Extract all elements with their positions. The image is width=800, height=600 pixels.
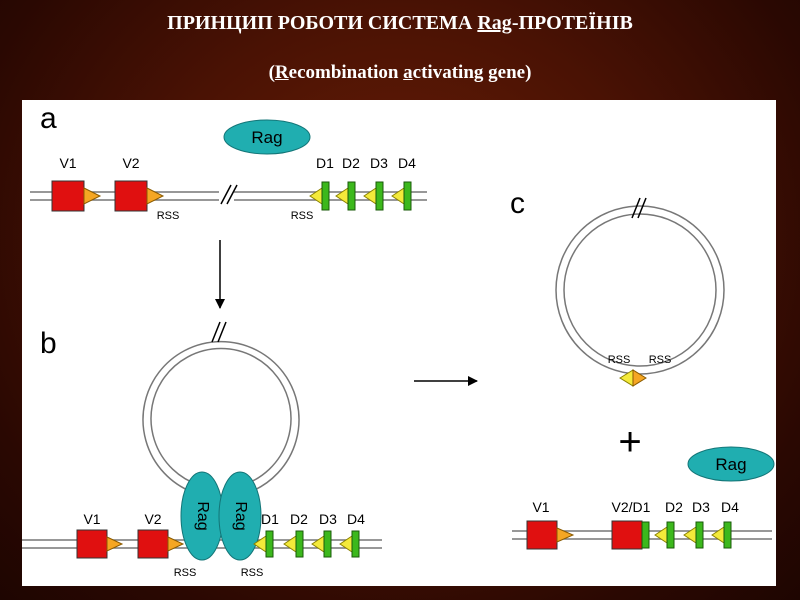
rss-d4-triangle-c xyxy=(712,527,724,543)
label-d4-a: D4 xyxy=(398,155,416,171)
rss-d4-triangle-a xyxy=(392,188,404,204)
d3-segment-c xyxy=(696,522,703,548)
rss-joint-v-triangle xyxy=(633,370,646,386)
label-rss-v-b: RSS xyxy=(174,567,197,579)
label-v1-a: V1 xyxy=(59,155,76,171)
svg-text:Rag: Rag xyxy=(232,501,249,530)
rss-d2-triangle-a xyxy=(336,188,348,204)
d1-segment-a xyxy=(322,182,329,210)
rss-v1-triangle-c xyxy=(557,528,573,542)
label-rss-d-a: RSS xyxy=(291,210,314,222)
d2-segment-c xyxy=(667,522,674,548)
plus-sign: + xyxy=(618,420,641,464)
recombination-diagram: a Rag V1 V2 D1 D2 D3 D4 RSS RSS b xyxy=(22,100,776,586)
d4-segment-a xyxy=(404,182,411,210)
excised-dna-circle xyxy=(556,198,724,374)
panel-c-label: c xyxy=(510,187,525,220)
dna-loop-b xyxy=(143,322,299,492)
v1-segment-a xyxy=(52,181,84,211)
rag-protein-b-left: Rag xyxy=(181,472,223,560)
rss-d4-triangle-b xyxy=(340,536,352,552)
svg-text:Rag: Rag xyxy=(715,455,746,474)
rss-v2-triangle-b xyxy=(168,537,183,551)
label-v1-b: V1 xyxy=(83,511,100,527)
label-rss-c-left: RSS xyxy=(608,354,631,366)
rss-d2-triangle-b xyxy=(284,536,296,552)
rss-d2-triangle-c xyxy=(655,527,667,543)
label-v2-b: V2 xyxy=(144,511,161,527)
d2-segment-b xyxy=(296,531,303,557)
v1-segment-b xyxy=(77,530,107,558)
label-d3-c: D3 xyxy=(692,499,710,515)
label-d1-b: D1 xyxy=(261,511,279,527)
label-d4-c: D4 xyxy=(721,499,739,515)
rss-v2-triangle-a xyxy=(147,188,163,204)
label-d1-a: D1 xyxy=(316,155,334,171)
label-d3-b: D3 xyxy=(319,511,337,527)
rss-d3-triangle-c xyxy=(684,527,696,543)
v2-segment-a xyxy=(115,181,147,211)
label-rss-v-a: RSS xyxy=(157,210,180,222)
label-d3-a: D3 xyxy=(370,155,388,171)
d1-segment-c xyxy=(642,522,649,548)
d1-segment-b xyxy=(266,531,273,557)
label-rss-d-b: RSS xyxy=(241,567,264,579)
rss-d3-triangle-a xyxy=(364,188,376,204)
slide-title-line2: (Recombination activating gene) xyxy=(0,62,800,84)
v2-segment-b xyxy=(138,530,168,558)
rss-d3-triangle-b xyxy=(312,536,324,552)
svg-text:Rag: Rag xyxy=(251,128,282,147)
label-v1-c: V1 xyxy=(532,499,549,515)
v1-segment-c xyxy=(527,521,557,549)
slide-title-line1: ПРИНЦИП РОБОТИ СИСТЕМА Rag-ПРОТЕЇНІВ xyxy=(0,12,800,35)
label-v2d1-c: V2/D1 xyxy=(612,499,651,515)
label-v2-a: V2 xyxy=(122,155,139,171)
svg-text:Rag: Rag xyxy=(194,501,211,530)
rag-protein-c: Rag xyxy=(688,447,774,481)
v2-segment-c xyxy=(612,521,642,549)
rss-d1-triangle-a xyxy=(310,188,322,204)
label-rss-c-right: RSS xyxy=(649,354,672,366)
panel-a-label: a xyxy=(40,102,57,135)
d4-segment-c xyxy=(724,522,731,548)
label-d2-a: D2 xyxy=(342,155,360,171)
d3-segment-b xyxy=(324,531,331,557)
rss-v1-triangle-b xyxy=(107,537,122,551)
d2-segment-a xyxy=(348,182,355,210)
label-d4-b: D4 xyxy=(347,511,365,527)
rag-protein-b-right: Rag xyxy=(219,472,261,560)
label-d2-c: D2 xyxy=(665,499,683,515)
d4-segment-b xyxy=(352,531,359,557)
rag-protein-a: Rag xyxy=(224,120,310,154)
label-d2-b: D2 xyxy=(290,511,308,527)
d3-segment-a xyxy=(376,182,383,210)
panel-b-label: b xyxy=(40,327,57,360)
rss-v1-triangle-a xyxy=(84,188,100,204)
